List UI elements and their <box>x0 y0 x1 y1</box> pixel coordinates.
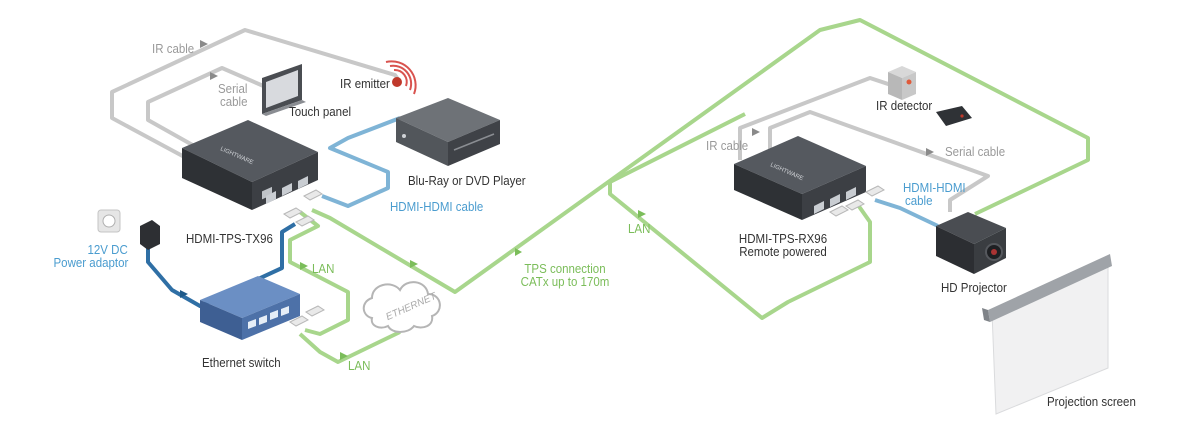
ethernet-cloud <box>362 281 441 333</box>
label-serial-cable-left-2: cable <box>220 95 248 109</box>
label-ir-detector: IR detector <box>876 99 933 113</box>
receiver-device: LIGHTWARE <box>734 136 866 220</box>
label-ir-cable-right: IR cable <box>706 139 749 153</box>
label-power-1: 12V DC <box>87 243 128 257</box>
bluray-player <box>396 98 500 166</box>
ir-cable-left <box>110 28 402 162</box>
label-lan-left: LAN <box>312 262 335 276</box>
label-hdmi-cable-right-2: cable <box>905 194 933 208</box>
label-serial-cable-left-1: Serial <box>218 82 248 96</box>
lan-cable-switch-cloud <box>298 330 401 364</box>
label-receiver-2: Remote powered <box>739 245 827 259</box>
label-power-2: Power adaptor <box>53 256 128 270</box>
touch-panel <box>262 64 306 116</box>
label-screen: Projection screen <box>1047 395 1136 409</box>
projection-screen <box>982 254 1112 415</box>
transmitter-device: LIGHTWARE <box>182 120 318 210</box>
hdmi-cable-left <box>321 116 401 208</box>
label-transmitter: HDMI-TPS-TX96 <box>186 232 273 246</box>
remote-control <box>936 106 972 126</box>
hd-projector <box>936 212 1006 274</box>
serial-cable-right <box>768 110 990 212</box>
connector-plugs <box>283 185 885 327</box>
hdmi-cable-right <box>874 198 939 228</box>
label-projector: HD Projector <box>941 281 1007 295</box>
lan-cable-right <box>608 112 872 320</box>
label-ir-cable-left: IR cable <box>152 42 195 56</box>
label-ir-emitter: IR emitter <box>340 77 390 91</box>
ir-detector <box>888 66 916 100</box>
label-receiver-1: HDMI-TPS-RX96 <box>738 232 828 246</box>
ethernet-switch <box>200 276 300 340</box>
serial-cable-left <box>146 66 269 154</box>
ir-emitter <box>385 60 417 95</box>
label-serial-cable-right: Serial cable <box>945 145 1006 159</box>
label-lan-bottom: LAN <box>348 359 371 373</box>
label-tps-1: TPS connection <box>524 262 606 276</box>
cable-arrows <box>180 40 934 360</box>
label-hdmi-cable-left: HDMI-HDMI cable <box>390 200 484 214</box>
power-adaptor <box>97 209 160 250</box>
tps-cable <box>311 18 1090 294</box>
label-lan-right: LAN <box>628 222 651 236</box>
label-ethernet-switch: Ethernet switch <box>202 356 281 370</box>
label-tps-2: CATx up to 170m <box>520 275 610 289</box>
label-touch-panel: Touch panel <box>289 105 352 119</box>
lan-cable-tx-switch <box>288 210 350 336</box>
ir-cable-right <box>738 76 901 160</box>
label-hdmi-cable-right-1: HDMI-HDMI <box>903 181 966 195</box>
label-bluray: Blu-Ray or DVD Player <box>408 174 526 188</box>
